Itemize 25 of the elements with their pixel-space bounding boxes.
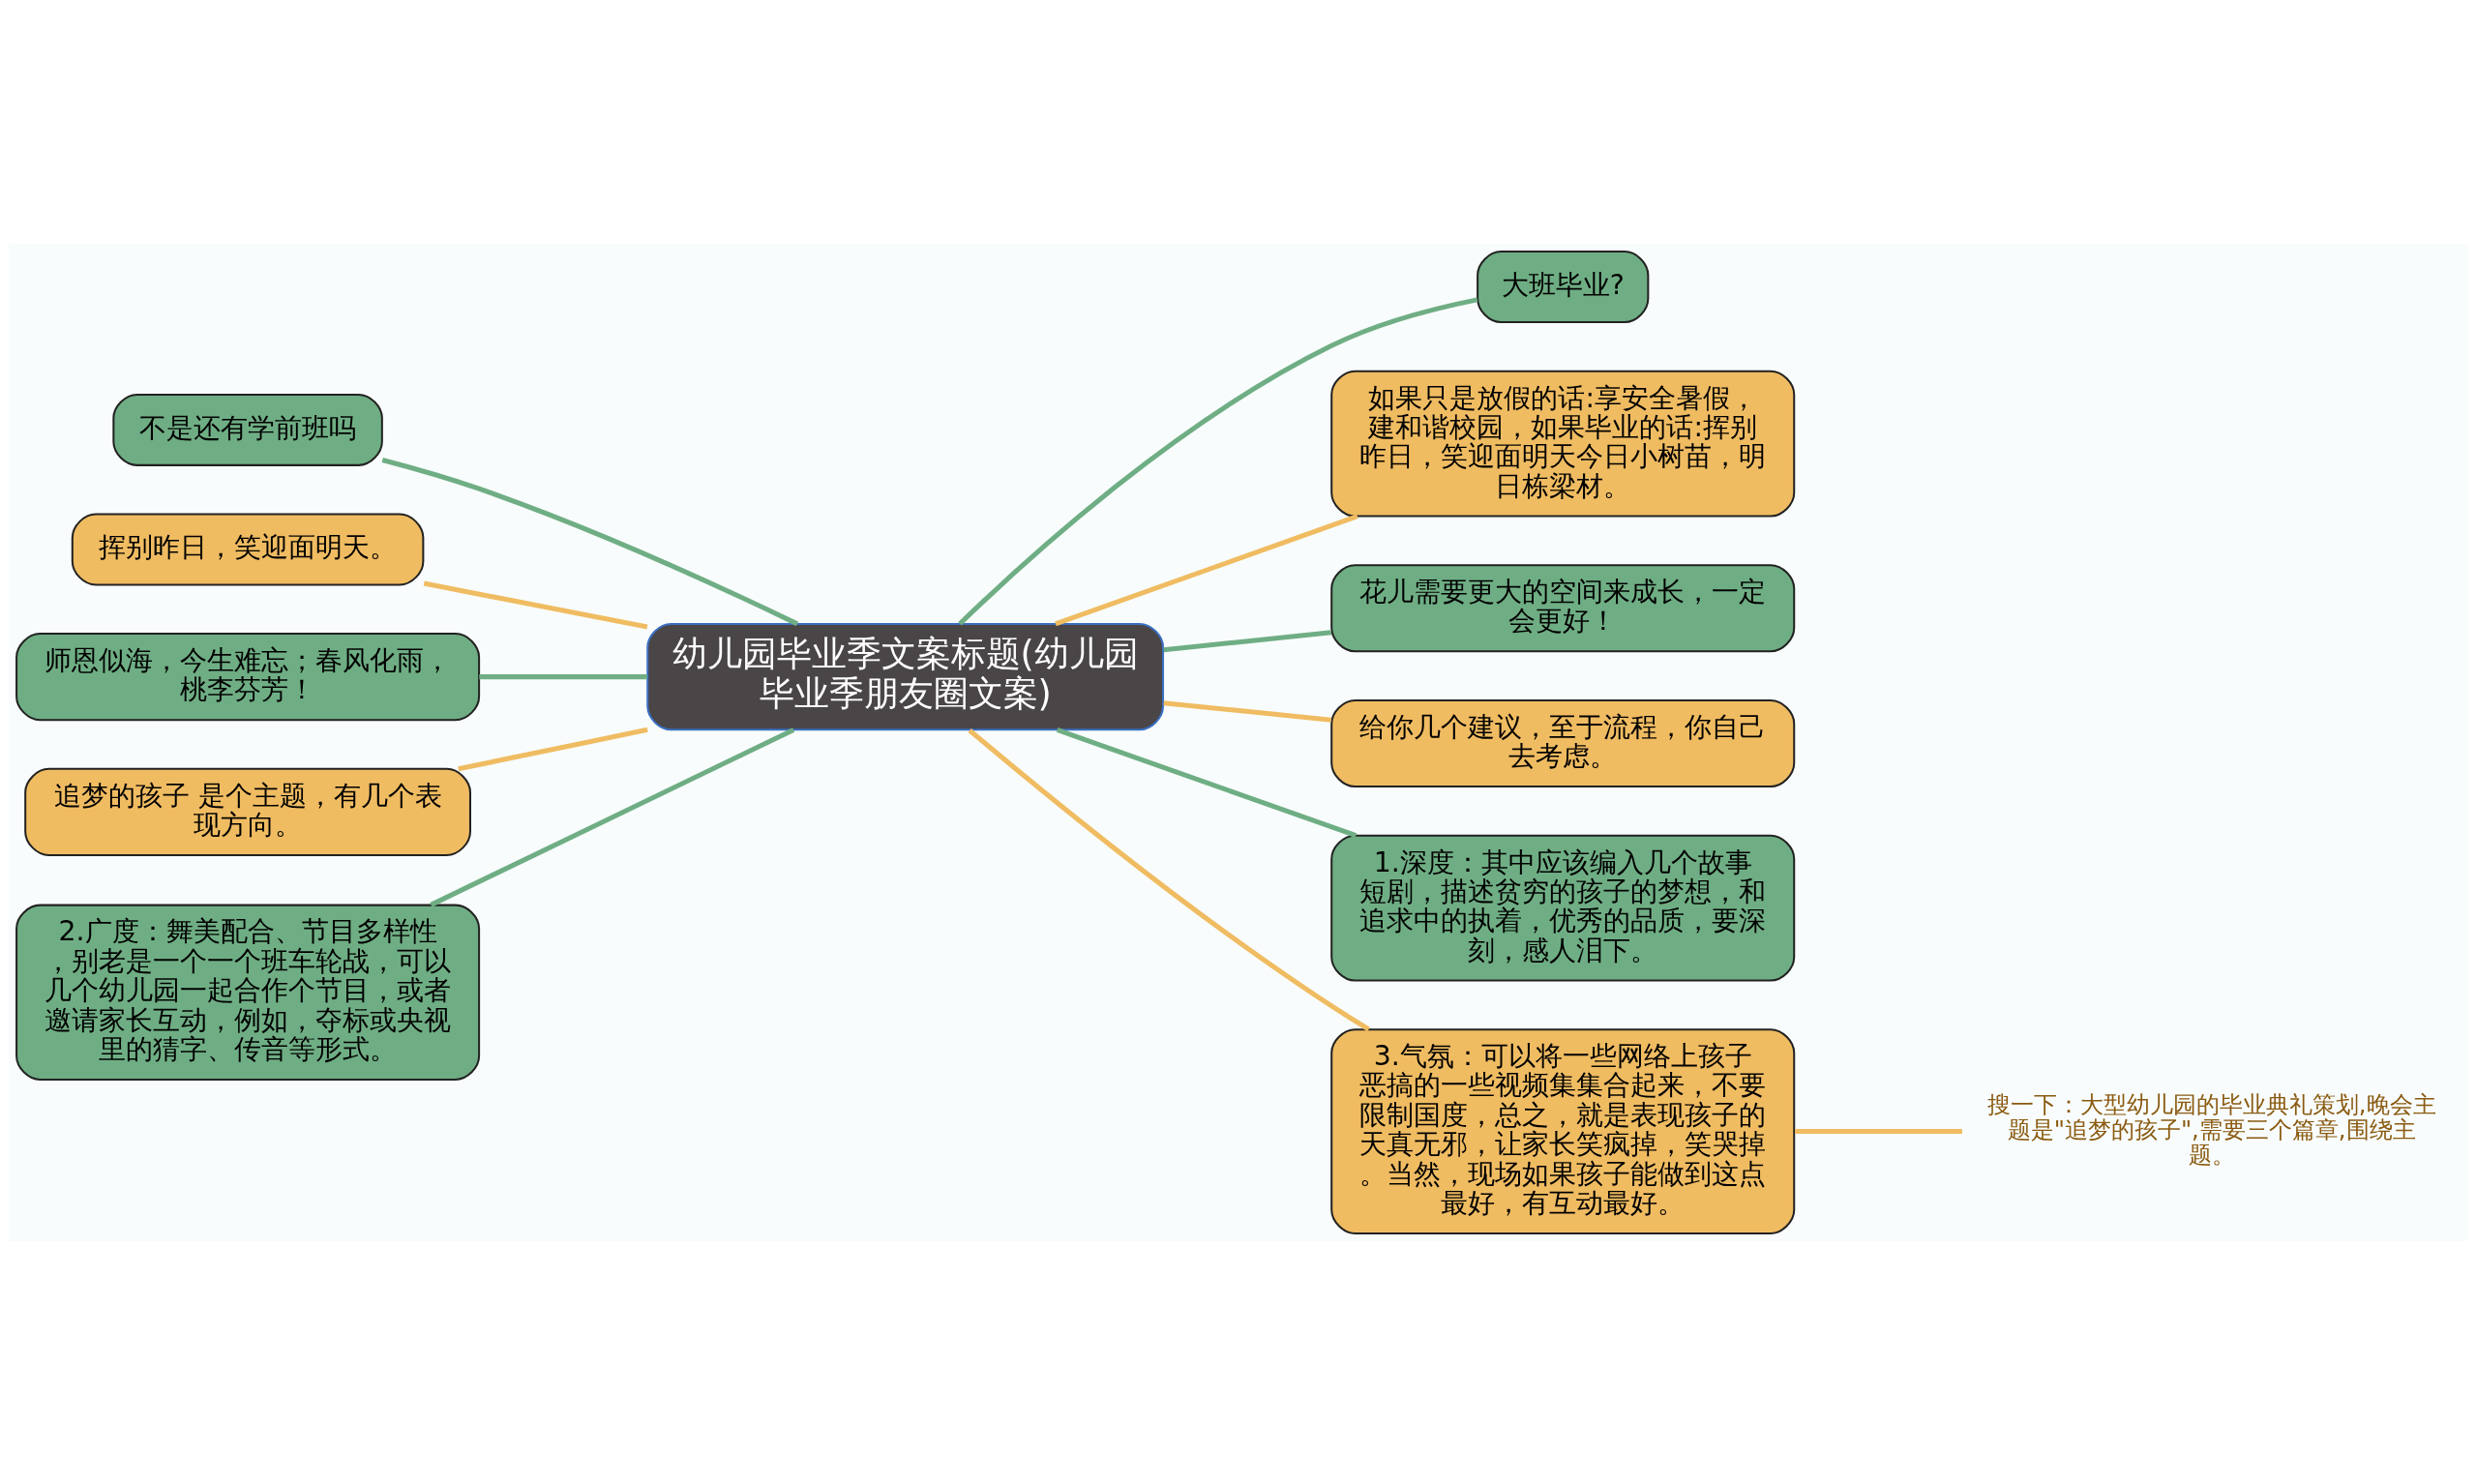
connector <box>1163 699 1332 723</box>
node-box: 1.深度：其中应该编入几个故事短剧，描述贫穷的孩子的梦想，和追求中的执着，优秀的品质，要深刻，感人泪下。 <box>1330 834 1796 982</box>
node-box: 给你几个建议，至于流程，你自己去考虑。 <box>1330 698 1796 787</box>
node-box: 3.气氛：可以将一些网络上孩子恶搞的一些视频集集合起来，不要限制国度，总之，就是表现孩子的天真无邪，让家长笑疯掉，笑哭掉。当然，现场如果孩子能做到这点最好，有互动最好。 <box>1330 1027 1796 1234</box>
connector <box>479 673 647 679</box>
connector <box>1056 727 1358 838</box>
connector <box>458 727 648 771</box>
node-box: 追梦的孩子 是个主题，有几个表现方向。 <box>24 767 471 856</box>
connector <box>381 457 798 626</box>
node-box: 花儿需要更大的空间来成长，一定会更好！ <box>1330 563 1796 652</box>
node-box: 2.广度：舞美配合、节目多样性，别老是一个一个班车轮战，可以几个幼儿园一起合作个节目，或者邀请家长互动，例如，夺标或央视里的猜字、传音等形式。 <box>15 904 481 1081</box>
connector <box>423 580 648 630</box>
connector <box>1795 1128 1962 1134</box>
connector <box>1163 629 1332 652</box>
node-text: 搜一下：大型幼儿园的毕业典礼策划,晚会主题是"追梦的孩子",需要三个篇章,围绕主题。 <box>1986 1089 2436 1169</box>
connector <box>958 296 1478 626</box>
node-box: 挥别昨日，笑迎面明天。 <box>71 513 425 585</box>
connector <box>968 727 1370 1031</box>
node-box: 师恩似海，今生难忘；春风化雨，桃李芬芳！ <box>15 632 481 721</box>
node-box: 如果只是放假的话:享安全暑假，建和谐校园，如果毕业的话:挥别昨日，笑迎面明天今日小树苗，明日栋梁材。 <box>1330 370 1796 518</box>
connector <box>1055 513 1358 626</box>
connector <box>430 727 795 907</box>
node-box: 大班毕业? <box>1477 250 1650 323</box>
node-box: 幼儿园毕业季文案标题(幼儿园毕业季朋友圈文案) <box>646 622 1165 730</box>
node-box: 不是还有学前班吗 <box>112 393 383 466</box>
